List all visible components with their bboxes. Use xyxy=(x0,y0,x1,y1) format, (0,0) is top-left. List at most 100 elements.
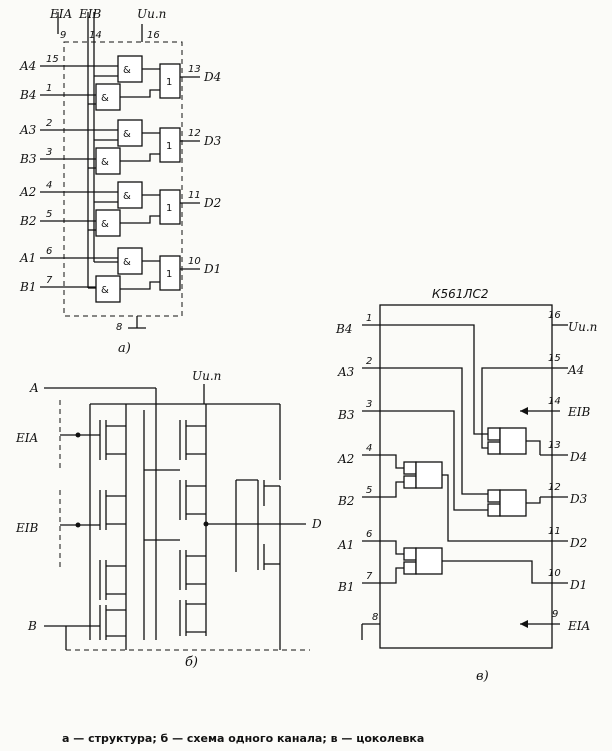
svg-text:B3: B3 xyxy=(19,152,37,166)
svg-text:Uи.п: Uи.п xyxy=(568,320,597,334)
svg-text:B4: B4 xyxy=(19,88,36,102)
panel-c-pinout: К561ЛС2 B4 1 A3 2 B3 3 A2 4 B2 5 A1 6 B1… xyxy=(335,287,597,684)
svg-text:5: 5 xyxy=(46,209,52,220)
panel-a-supply-label: Uи.п xyxy=(137,7,166,21)
svg-text:D2: D2 xyxy=(569,536,587,550)
svg-text:D3: D3 xyxy=(569,492,588,506)
right-pins: 16 Uи.п 15 A4 14 EIB 13 D4 12 D3 11 D2 1… xyxy=(520,310,597,633)
svg-text:&: & xyxy=(123,191,131,202)
svg-text:B2: B2 xyxy=(337,494,354,508)
panel-a-pin-16: 16 xyxy=(147,30,160,41)
svg-text:A3: A3 xyxy=(19,123,37,137)
svg-text:D1: D1 xyxy=(203,262,221,276)
svg-text:1: 1 xyxy=(166,269,172,280)
svg-text:A1: A1 xyxy=(19,251,36,265)
svg-text:10: 10 xyxy=(548,568,561,579)
panel-a-gnd-pin: 8 xyxy=(116,322,122,333)
svg-text:&: & xyxy=(123,65,131,76)
panel-a-pin-14: 14 xyxy=(89,30,102,41)
panel-a-pin-9: 9 xyxy=(60,30,66,41)
left-pins: B4 1 A3 2 B3 3 A2 4 B2 5 A1 6 B1 7 8 xyxy=(335,313,380,640)
panel-a-channel-2: A2 4 B2 5 & & 1 11 D2 xyxy=(19,180,221,237)
panel-a-channel-3: A3 2 B3 3 & & 1 12 D3 xyxy=(19,118,222,175)
and-gate xyxy=(95,83,121,111)
panel-b-input-eia: EIA xyxy=(15,431,39,445)
svg-text:1: 1 xyxy=(166,141,172,152)
svg-text:B4: B4 xyxy=(335,322,352,336)
svg-text:14: 14 xyxy=(548,396,561,407)
svg-text:1: 1 xyxy=(366,313,372,324)
chip-name: К561ЛС2 xyxy=(432,287,488,301)
svg-text:B1: B1 xyxy=(337,580,354,594)
panel-b-input-b: B xyxy=(27,619,37,633)
svg-text:A2: A2 xyxy=(19,185,36,199)
svg-text:4: 4 xyxy=(46,180,52,191)
svg-text:&: & xyxy=(123,129,131,140)
svg-text:10: 10 xyxy=(188,256,201,267)
svg-text:D2: D2 xyxy=(203,196,221,210)
panel-a-eia-label: EIA xyxy=(49,7,73,21)
svg-text:&: & xyxy=(123,257,131,268)
svg-text:A1: A1 xyxy=(337,538,354,552)
svg-text:&: & xyxy=(101,93,109,104)
svg-text:D4: D4 xyxy=(569,450,587,464)
figure-footnote: а — структура; б — схема одного канала; … xyxy=(62,732,424,745)
svg-text:2: 2 xyxy=(366,356,372,367)
svg-text:&: & xyxy=(101,219,109,230)
svg-text:A4: A4 xyxy=(19,59,36,73)
svg-text:7: 7 xyxy=(366,571,373,582)
svg-text:D4: D4 xyxy=(203,70,221,84)
svg-text:12: 12 xyxy=(548,482,561,493)
svg-text:13: 13 xyxy=(548,440,561,451)
svg-text:9: 9 xyxy=(552,609,558,620)
panel-a-channel-1: A1 6 B1 7 & & 1 10 D1 xyxy=(19,246,221,303)
panel-b-supply-label: Uи.п xyxy=(192,369,221,383)
svg-text:EIA: EIA xyxy=(567,619,591,633)
svg-text:D3: D3 xyxy=(203,134,222,148)
svg-text:A3: A3 xyxy=(337,365,355,379)
panel-b-input-eib: EIB xyxy=(15,521,39,535)
panel-b-schematic: A EIA EIB B Uи.п D xyxy=(15,369,322,670)
svg-text:A2: A2 xyxy=(337,452,354,466)
panel-a-structure: EIA EIB Uи.п 9 14 16 8 A4 15 B4 1 & & xyxy=(19,7,222,356)
panel-b-input-a: A xyxy=(29,381,39,395)
svg-text:A4: A4 xyxy=(567,363,584,377)
transistor-column-1 xyxy=(89,404,127,650)
panel-b-output-d: D xyxy=(311,517,322,531)
or-gate xyxy=(159,63,181,99)
svg-text:3: 3 xyxy=(46,147,52,158)
svg-text:5: 5 xyxy=(366,485,372,496)
svg-text:6: 6 xyxy=(366,529,372,540)
svg-text:7: 7 xyxy=(46,275,53,286)
svg-text:13: 13 xyxy=(188,64,201,75)
svg-text:11: 11 xyxy=(548,526,561,537)
svg-text:B3: B3 xyxy=(337,408,355,422)
svg-text:15: 15 xyxy=(46,54,59,65)
svg-text:B2: B2 xyxy=(19,214,36,228)
svg-text:D1: D1 xyxy=(569,578,587,592)
svg-text:&: & xyxy=(101,285,109,296)
svg-text:15: 15 xyxy=(548,353,561,364)
panel-c-caption: в) xyxy=(476,669,489,684)
panel-a-caption: а) xyxy=(118,341,131,356)
chip-body xyxy=(379,304,553,649)
svg-text:EIB: EIB xyxy=(567,405,591,419)
transistor-column-2 xyxy=(143,404,280,640)
svg-text:8: 8 xyxy=(372,612,378,623)
panel-c-internal-gates xyxy=(380,324,552,584)
svg-text:12: 12 xyxy=(188,128,201,139)
panel-a-channel-4: A4 15 B4 1 & & 1 13 D4 xyxy=(19,54,221,111)
panel-a-chip-outline xyxy=(63,41,183,317)
svg-text:1: 1 xyxy=(166,203,172,214)
panel-a-eib-label: EIB xyxy=(78,7,102,21)
svg-text:16: 16 xyxy=(548,310,561,321)
svg-text:&: & xyxy=(101,157,109,168)
svg-text:2: 2 xyxy=(46,118,52,129)
svg-text:11: 11 xyxy=(188,190,201,201)
svg-text:6: 6 xyxy=(46,246,52,257)
svg-text:1: 1 xyxy=(46,83,52,94)
output-inverter xyxy=(235,479,306,650)
svg-text:4: 4 xyxy=(366,443,372,454)
svg-text:B1: B1 xyxy=(19,280,36,294)
svg-text:1: 1 xyxy=(166,77,172,88)
